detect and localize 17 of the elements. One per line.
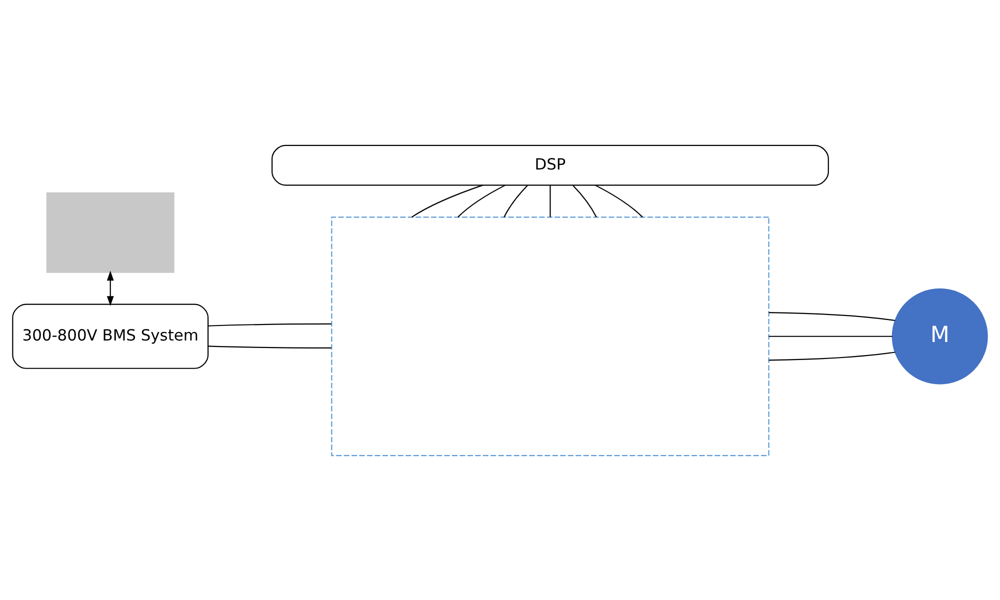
connector — [208, 345, 332, 348]
node-circle: M — [892, 288, 988, 384]
node-box: DSP — [272, 144, 829, 186]
node-box — [46, 192, 174, 272]
connector — [572, 184, 597, 217]
connector — [595, 184, 643, 217]
arrow — [106, 270, 114, 306]
node-box — [331, 216, 770, 456]
connector — [412, 184, 483, 218]
connector — [550, 185, 551, 217]
connector — [768, 335, 892, 336]
node-box: 300-800V BMS System — [12, 303, 209, 368]
connector — [504, 184, 528, 217]
connector — [768, 311, 896, 321]
connector — [458, 184, 506, 217]
connector — [768, 351, 896, 360]
connector — [208, 322, 332, 326]
